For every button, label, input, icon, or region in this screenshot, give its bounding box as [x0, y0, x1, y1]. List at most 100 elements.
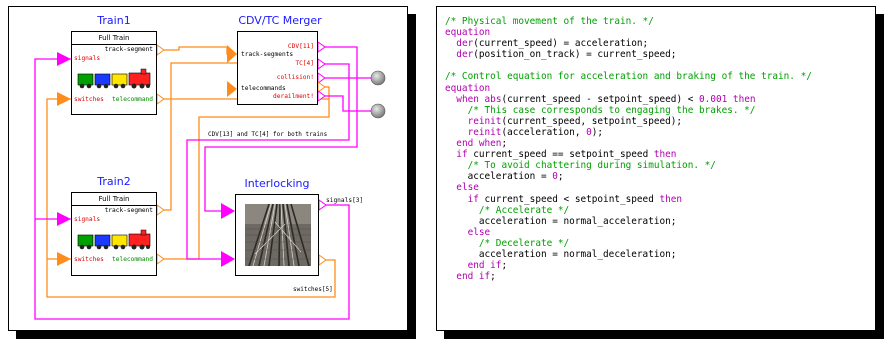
code-text: acceleration = normal_acceleration;	[445, 215, 677, 227]
code-text: ;	[501, 260, 508, 272]
code-line: acceleration = 0;	[445, 171, 812, 182]
code-text: current_speed < setpoint_speed	[478, 193, 660, 205]
code-text: (current_speed - setpoint_speed) <	[501, 93, 700, 105]
code-text: (current_speed) = acceleration;	[473, 38, 649, 50]
code-line: der(current_speed) = acceleration;	[445, 38, 812, 49]
wire-train1-track-to-merger	[157, 46, 237, 55]
code-comment: /* To avoid chattering during simulation…	[467, 160, 716, 172]
code-text	[445, 271, 456, 282]
train2-title-separator	[72, 205, 156, 206]
code-line: /* Physical movement of the train. */	[445, 16, 812, 27]
code-text: ;	[557, 171, 564, 183]
code-keyword: else	[456, 182, 479, 194]
merger-derailment-label: derailment!	[273, 93, 314, 100]
interlocking-block[interactable]	[235, 194, 319, 276]
code-comment: /* Physical movement of the train. */	[445, 16, 654, 27]
train1-signals-label: signals	[74, 55, 101, 62]
code-text: current_speed == setpoint_speed	[467, 149, 654, 161]
code-keyword: abs	[484, 93, 502, 105]
code-text	[445, 116, 468, 127]
code-keyword: equation	[445, 82, 491, 94]
code-line: /* Control equation for acceleration and…	[445, 71, 812, 82]
code-line: when abs(current_speed - setpoint_speed)…	[445, 94, 812, 105]
merger-tc-label: TC[4]	[295, 60, 314, 67]
code-text: acceleration = normal_deceleration;	[445, 248, 677, 260]
connection-wires	[34, 41, 386, 320]
arrowhead-signals-train1	[57, 52, 71, 66]
code-keyword: der	[456, 49, 474, 61]
code-comment: /* Accelerate */	[478, 204, 570, 216]
code-keyword: else	[467, 226, 491, 238]
code-line: if current_speed == setpoint_speed then	[445, 149, 812, 160]
out-port-train1-telecommand	[156, 93, 165, 105]
note-switches: switches[5]	[293, 286, 333, 293]
code-text: (position_on_track) = current_speed;	[473, 49, 677, 61]
code-number: 0.001	[699, 93, 728, 105]
train2-toy-train-icon	[77, 229, 151, 250]
train2-title: Train2	[97, 175, 131, 188]
code-line: reinit(acceleration, 0);	[445, 127, 812, 138]
train1-toy-train-icon	[77, 68, 151, 89]
arrowhead-signals-train2	[57, 212, 71, 226]
code-text	[445, 138, 456, 149]
train2-box-title: Full Train	[98, 195, 130, 203]
interlocking-signals-label: signals[3]	[326, 197, 364, 204]
code-line: /* This case corresponds to engaging the…	[445, 105, 812, 116]
train1-block[interactable]: Full Train track-segment signals switche…	[71, 31, 157, 115]
out-port-train2-track	[156, 204, 165, 216]
code-keyword: reinit	[467, 115, 502, 127]
code-keyword: end if	[467, 260, 502, 272]
code-line: /* Decelerate */	[445, 238, 812, 249]
merger-title: CDV/TC Merger	[238, 14, 322, 27]
diagram-panel: Train1 Full Train track-segment signals …	[8, 6, 408, 331]
code-line: end if;	[445, 260, 812, 271]
code-text: ;	[490, 271, 496, 283]
modelica-code-listing: /* Physical movement of the train. */equ…	[445, 16, 812, 282]
code-line	[445, 60, 812, 71]
train1-switches-label: switches	[74, 96, 104, 103]
code-line: equation	[445, 83, 812, 94]
code-text	[445, 105, 468, 116]
merger-block[interactable]: CDV[11] track-segments TC[4] collision! …	[237, 31, 318, 105]
code-line: else	[445, 182, 812, 193]
code-keyword: der	[456, 38, 474, 50]
train2-track-segment-label: track-segment	[104, 207, 153, 214]
out-port-merger-derailment	[317, 90, 326, 102]
out-port-train2-telecommand	[156, 253, 165, 265]
arrowhead-switches-train2	[57, 252, 71, 266]
code-text	[445, 205, 479, 216]
out-port-interlocking-signals	[318, 199, 327, 211]
code-text	[445, 182, 456, 193]
arrowhead-interlocking-tc	[221, 251, 235, 267]
train2-switches-label: switches	[74, 256, 104, 263]
collision-terminator	[370, 70, 386, 86]
code-keyword: equation	[445, 27, 491, 39]
out-port-merger-tc	[317, 58, 326, 70]
out-port-merger-telecommands	[317, 81, 326, 93]
out-port-interlocking-switches	[318, 254, 327, 266]
code-text	[445, 260, 468, 271]
railway-tracks-image	[245, 204, 311, 266]
code-text: (acceleration,	[501, 126, 587, 138]
magenta-wires	[34, 46, 371, 320]
code-comment: /* Decelerate */	[478, 237, 570, 249]
code-keyword: if	[456, 149, 468, 161]
out-port-merger-collision	[317, 72, 326, 84]
code-line: /* Accelerate */	[445, 205, 812, 216]
code-keyword: then	[653, 149, 677, 161]
code-keyword: end if	[456, 271, 491, 283]
wire-interlocking-switches	[46, 98, 336, 298]
code-text: );	[591, 126, 604, 138]
code-text	[445, 227, 468, 238]
train2-block[interactable]: Full Train track-segment signals switche…	[71, 192, 157, 276]
train1-title-separator	[72, 44, 156, 45]
derailment-terminator	[370, 103, 386, 119]
merger-collision-label: collision!	[276, 74, 314, 81]
train2-signals-label: signals	[74, 216, 101, 223]
code-text: ;	[501, 138, 508, 150]
merger-telecommands-label: telecommands	[241, 85, 286, 92]
code-line: /* To avoid chattering during simulation…	[445, 160, 812, 171]
note-both-trains: CDV[13] and TC[4] for both trains	[208, 131, 328, 138]
interlocking-title: Interlocking	[244, 177, 310, 190]
train1-telecommand-label: telecommand	[112, 96, 153, 103]
